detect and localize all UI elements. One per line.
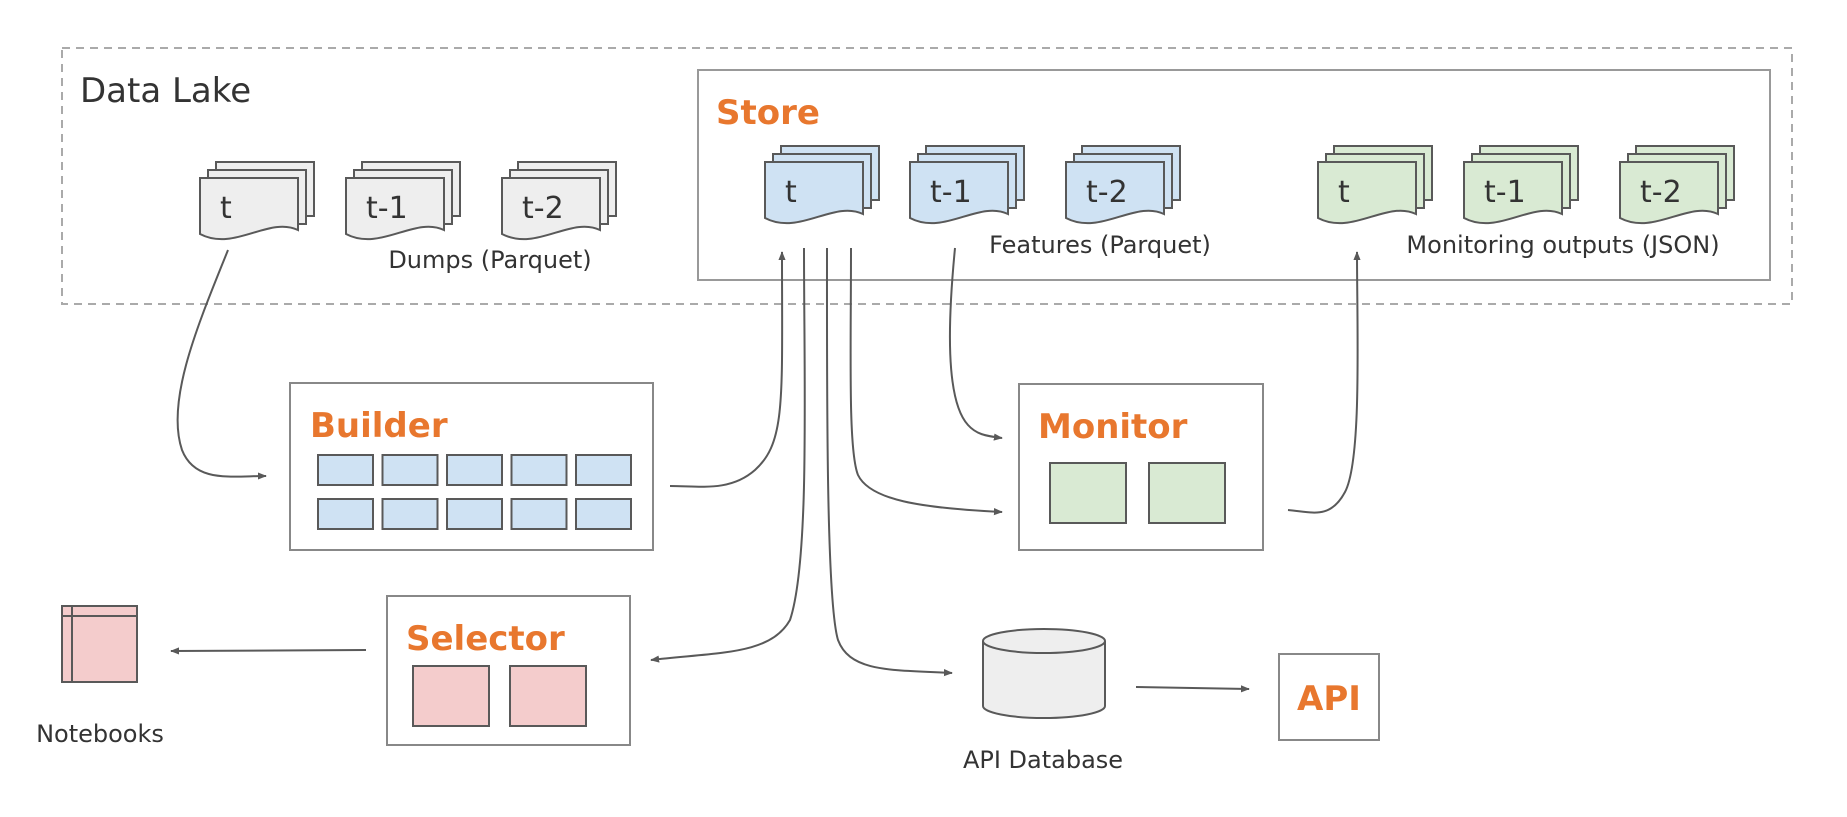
arrow-monitor-to-store xyxy=(1287,251,1361,514)
selector-cell xyxy=(412,665,490,727)
monitor-cell xyxy=(1148,462,1226,524)
document-label: t-2 xyxy=(1640,175,1682,210)
monitor-title: Monitor xyxy=(1038,407,1188,447)
dump-document-t[interactable]: t xyxy=(199,161,315,240)
builder-cell xyxy=(317,498,374,530)
document-label: t-1 xyxy=(366,191,408,226)
data-lake-title: Data Lake xyxy=(80,71,251,111)
builder-cell xyxy=(446,498,503,530)
builder-title: Builder xyxy=(310,406,448,446)
dump-document-t-1[interactable]: t-1 xyxy=(345,161,461,240)
document-label: t-1 xyxy=(1484,175,1526,210)
selector-cell xyxy=(509,665,587,727)
builder-cell xyxy=(510,454,568,486)
selector-box[interactable]: Selector xyxy=(386,595,631,746)
builder-cell xyxy=(575,498,632,530)
builder-cell xyxy=(317,454,374,486)
builder-cell xyxy=(510,498,568,530)
document-label: t-2 xyxy=(522,191,564,226)
monitoring-document-t-2[interactable]: t-2 xyxy=(1619,145,1735,224)
arrow-selector-to-notebooks xyxy=(170,647,367,655)
dumps-group: t t-1 t-2 Dumps (Parquet) xyxy=(199,161,617,274)
builder-cells xyxy=(317,454,632,530)
database-icon xyxy=(982,641,1106,719)
api-database-label: API Database xyxy=(963,746,1123,774)
monitoring-document-t-1[interactable]: t-1 xyxy=(1463,145,1579,224)
monitor-cell xyxy=(1049,462,1127,524)
notebooks-node[interactable]: Notebooks xyxy=(36,605,164,748)
api-database-node[interactable]: API Database xyxy=(963,628,1123,774)
feature-document-t-2[interactable]: t-2 xyxy=(1065,145,1181,224)
builder-cell xyxy=(446,454,503,486)
notebook-icon xyxy=(61,605,138,683)
builder-cell xyxy=(381,498,439,530)
data-lake-container: Data Lake xyxy=(61,47,1793,305)
document-label: t xyxy=(220,191,232,226)
api-title: API xyxy=(1297,679,1361,719)
builder-cell xyxy=(575,454,632,486)
monitoring-document-t[interactable]: t xyxy=(1317,145,1433,224)
arrow-api-database-to-api xyxy=(1135,685,1250,693)
store-container: Store t t-1 t-2 Features (Parquet) t t-1… xyxy=(697,69,1771,281)
arrow-store-to-monitor xyxy=(849,247,1003,516)
document-label: t-2 xyxy=(1086,175,1128,210)
dumps-caption: Dumps (Parquet) xyxy=(388,246,591,274)
feature-document-t[interactable]: t xyxy=(764,145,880,224)
dump-document-t-2[interactable]: t-2 xyxy=(501,161,617,240)
arrow-store-to-api-database xyxy=(825,247,953,677)
feature-document-t-1[interactable]: t-1 xyxy=(909,145,1025,224)
connectors xyxy=(170,247,1361,693)
builder-box[interactable]: Builder xyxy=(289,382,654,551)
features-caption: Features (Parquet) xyxy=(989,231,1211,259)
arrow-builder-to-store xyxy=(669,251,786,488)
arrow-store-to-selector xyxy=(650,247,806,663)
monitor-box[interactable]: Monitor xyxy=(1018,383,1264,551)
builder-cell xyxy=(381,454,439,486)
notebooks-label: Notebooks xyxy=(36,720,164,748)
document-label: t xyxy=(785,175,797,210)
store-title: Store xyxy=(716,93,820,133)
arrow-dumps-to-builder xyxy=(176,249,267,480)
selector-title: Selector xyxy=(406,619,565,659)
document-label: t-1 xyxy=(930,175,972,210)
api-box[interactable]: API xyxy=(1278,653,1380,741)
document-label: t xyxy=(1338,175,1350,210)
arrow-features-to-monitor xyxy=(948,247,1003,441)
monitoring-caption: Monitoring outputs (JSON) xyxy=(1406,231,1719,259)
